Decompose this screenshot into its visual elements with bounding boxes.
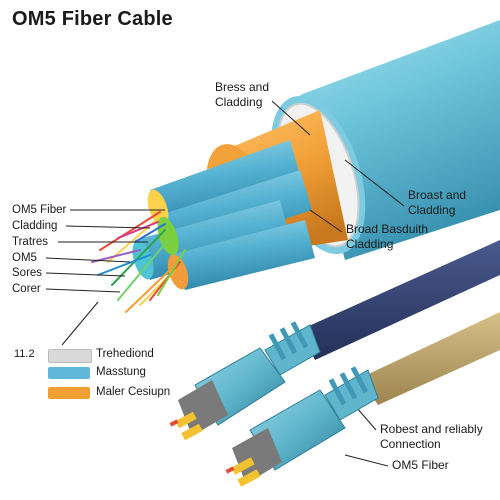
callout-left-sores: Sores xyxy=(12,267,43,279)
callout-left-om5: OM5 xyxy=(12,252,37,264)
legend-item-label: Trehediond xyxy=(96,348,154,360)
legend-number: 11.2 xyxy=(14,348,35,360)
legend-item-label: Maler Cesiupn xyxy=(96,386,171,398)
lc-connector-upper xyxy=(169,347,286,441)
callout-left-cladding: Cladding xyxy=(12,220,58,232)
callout-top-line1: Bress and xyxy=(215,80,270,94)
callout-left-tratres: Tratres xyxy=(12,236,48,248)
legend-swatch-orange xyxy=(48,387,90,399)
callout-top-line2: Cladding xyxy=(215,95,263,109)
callout-right1-line1: Broast and xyxy=(408,188,467,202)
patch-cord-tan xyxy=(360,312,500,405)
callout-right1-line2: Cladding xyxy=(408,203,456,217)
callout-right2-line2: Cladding xyxy=(346,237,394,251)
callout-bottom-right1-line2: Connection xyxy=(380,437,441,451)
legend-swatch-grey xyxy=(48,349,92,363)
patch-cord-navy xyxy=(300,240,500,360)
callout-right2-line1: Broad Basduith xyxy=(346,222,429,236)
legend-item-label: Masstung xyxy=(96,366,146,378)
strain-relief-boots xyxy=(264,321,379,421)
lc-connector-lower xyxy=(225,389,346,487)
diagram-title: OM5 Fiber Cable xyxy=(12,8,173,30)
legend-swatch-blue xyxy=(48,367,90,379)
callout-left-om5-fiber: OM5 Fiber xyxy=(12,204,67,216)
callout-bottom-right1-line1: Robest and reliably xyxy=(380,422,483,436)
callout-bottom-right2: OM5 Fiber xyxy=(392,458,449,472)
callout-left-corer: Corer xyxy=(12,283,41,295)
